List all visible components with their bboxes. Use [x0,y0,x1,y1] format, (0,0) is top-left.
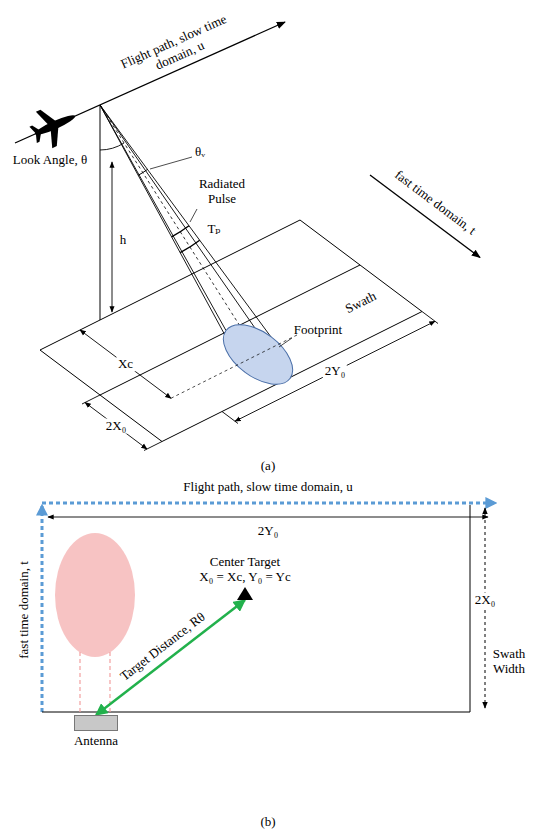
swath-length-dimension-part [222,412,238,424]
dimension-label: 2X₀ [104,419,128,434]
target-triangle [237,587,253,600]
radiated-pulse-part [172,226,189,237]
scene-width-dimension-part [485,508,486,708]
dimension-label: 2X₀ [473,593,497,608]
radiated-pulse-part [190,209,197,222]
flight-path-dotted-arrow [42,503,495,504]
axis-label: fast time domain, t [17,561,32,658]
beam-footprint-part [55,533,135,657]
scene-border-part [42,712,470,713]
axis-label: fast time domain, t [392,168,479,238]
beamwidth-arc-part [150,157,192,169]
look-angle-line-part [100,143,124,150]
pulse-label: Radiated Pulse [191,177,253,207]
node-text: Center Target [197,555,293,570]
antenna-box [74,715,118,731]
footprint-label: Footprint [294,323,342,338]
range-dimension-part [80,330,171,398]
swath-width-dimension-part [85,403,147,450]
airplane-icon-part [33,131,45,143]
dimension-label: Xc [116,357,135,372]
axis-label: Flight path, slow time domain, u [183,480,352,495]
antenna-beam-part [100,105,271,337]
ground-swath-part [40,350,162,442]
fast-time-dotted-arrow [42,506,43,712]
beamwidth-arc [138,157,192,175]
antenna-beam-part [100,105,226,331]
edge-label: Target Distance, Rθ [116,609,210,686]
footprint-ellipse-part [171,335,298,399]
angle-label: θᵥ [195,145,205,160]
beamwidth-arc-part [138,169,147,175]
footprint-ellipse-part [279,338,292,347]
look-angle-line [100,105,258,355]
height-dimension [112,162,113,312]
flight-path-dotted-arrow-part [42,502,495,505]
scene-border-part [470,505,471,712]
region-label: Swath Width [486,647,532,677]
antenna-beam-part [100,105,245,372]
dimension-label: Tₚ [207,222,220,237]
range-dimension [80,330,171,398]
dimension-label: 2Y₀ [323,364,347,379]
footprint-ellipse [171,313,303,398]
radiated-pulse [172,209,200,253]
swath-width-dimension [82,395,162,451]
radiated-pulse-part [180,240,200,253]
nadir-line-part [100,105,101,320]
node-text: X₀ = Xc, Y₀ = Yc [197,570,293,585]
distance-line [96,600,245,715]
node-text: Antenna [72,734,121,749]
panel-label: (a) [261,459,275,474]
target-marker: Center TargetX₀ = Xc, Y₀ = Yc [197,555,293,600]
scene-length-dimension [48,517,488,518]
axis-label: Flight path, slow time domain, u [109,8,244,91]
dimension-label: 2Y₀ [258,524,278,539]
angle-label: Look Angle, θ [13,153,87,168]
swath-width-dimension-part [82,395,100,404]
ground-swath-part [162,312,422,442]
beam-footprint [55,533,135,715]
panel-label: (b) [260,815,275,830]
height-dimension-part [112,162,113,312]
fast-time-dotted-arrow-part [41,506,44,712]
airplane-icon [25,98,83,153]
dimension-label: h [120,233,127,248]
target-triangle-shape [237,587,253,600]
beam-footprint-part [79,652,80,715]
swath-length-dimension-part [235,321,435,421]
airplane-icon-part [44,123,67,148]
scene-border [42,505,470,712]
ground-swath [40,220,422,442]
swath-length-dimension-part [422,312,438,324]
scene-length-dimension-part [48,517,488,518]
swath-length-dimension [222,312,438,424]
look-angle-line-part [100,105,258,355]
antenna-node: Antenna [72,715,121,749]
nadir-line [100,105,101,320]
region-label: Swath [343,289,379,317]
scene-width-dimension [485,508,486,708]
